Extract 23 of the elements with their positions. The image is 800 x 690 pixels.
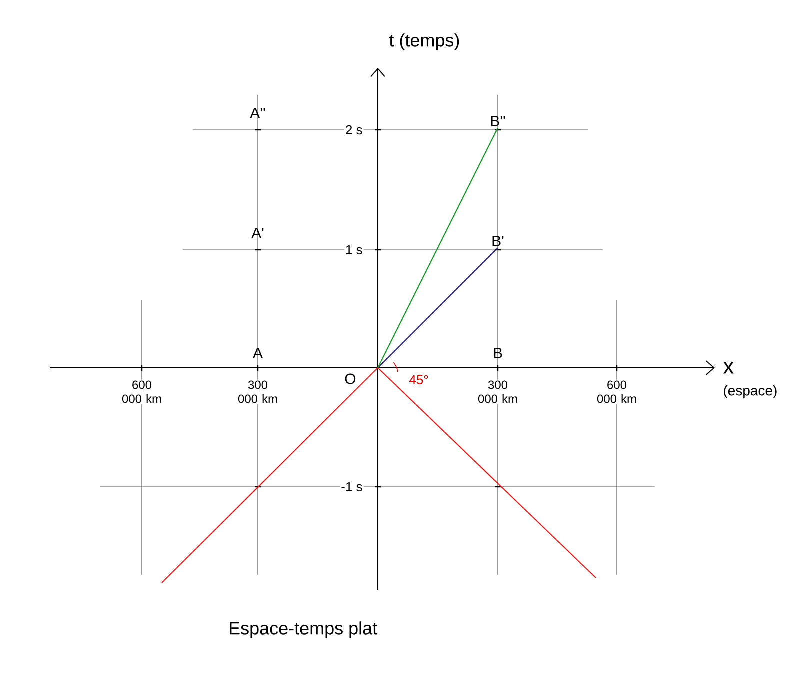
event-label: A [253, 348, 263, 358]
tick-label: 600 000 km [593, 380, 641, 404]
world-line [378, 248, 498, 368]
world-line [162, 368, 378, 584]
tick-label: 300 000 km [474, 380, 522, 404]
event-label: B [494, 348, 502, 358]
tick-label: 300 000 km [234, 380, 282, 404]
tick-label: 1 s [344, 244, 364, 256]
angle-label: 45° [408, 374, 430, 386]
caption: Espace-temps plat [230, 622, 378, 638]
event-label: B' [492, 236, 504, 246]
axis-label: x [722, 361, 736, 375]
axis-label: (espace) [722, 384, 779, 400]
event-label: O [345, 374, 356, 384]
world-line [378, 128, 498, 368]
event-label: A' [252, 228, 264, 238]
axis-label: t (temps) [388, 32, 462, 52]
tick-label: -1 s [340, 481, 364, 493]
tick-label: 600 000 km [118, 380, 166, 404]
event-label: B'' [491, 116, 506, 126]
world-line [378, 368, 596, 578]
tick-label: 2 s [344, 124, 364, 136]
event-label: A'' [250, 108, 266, 118]
